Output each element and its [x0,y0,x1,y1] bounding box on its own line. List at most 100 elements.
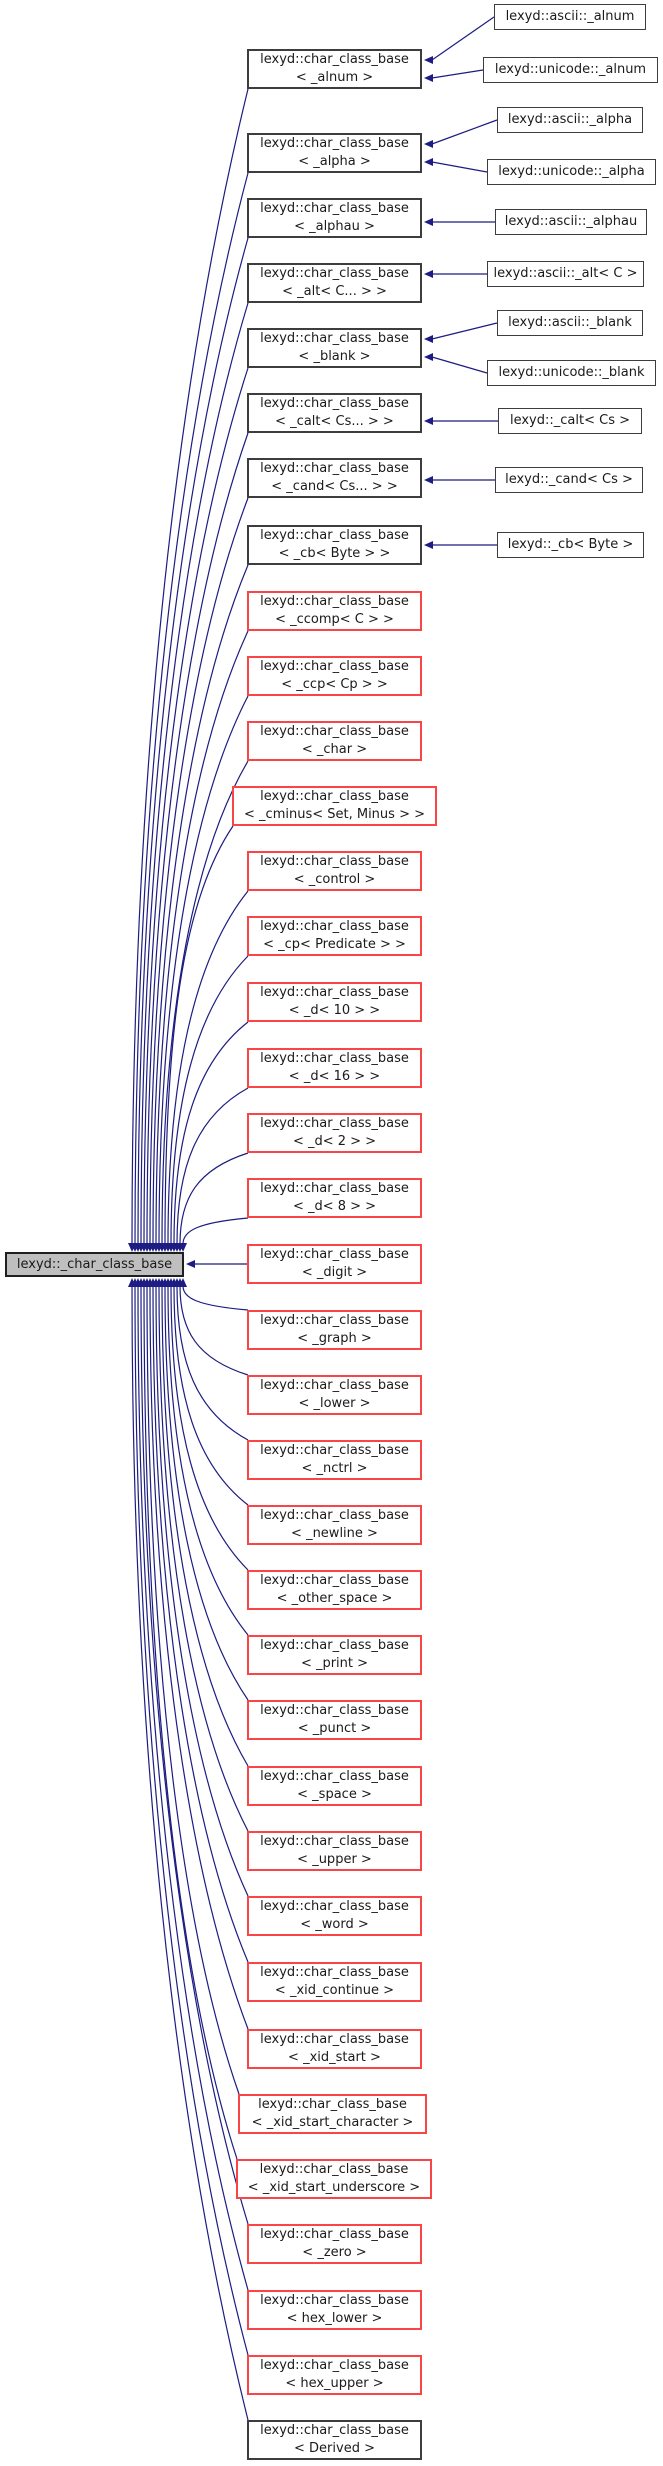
inheritance-edge [134,172,249,1245]
root-class-node: lexyd::_char_class_base [5,1252,184,1277]
inheritance-edge [143,1285,238,2160]
class-node-name: lexyd::char_class_base [260,1638,409,1653]
derived-class-node[interactable]: lexyd::ascii::_alt< C > [487,261,644,287]
inheritance-edge [170,1285,249,1571]
inheritance-edge [161,1285,249,1767]
inheritance-edge [146,432,249,1245]
class-node-d10: lexyd::char_class_base< _d< 10 > > [247,982,422,1022]
derived-class-name: lexyd::ascii::_alt< C > [493,266,638,281]
class-node-template-param: < _xid_start_underscore > [247,2180,421,2195]
arrowhead-icon [424,476,433,484]
class-node-name: lexyd::char_class_base [260,52,409,67]
derived-class-node[interactable]: lexyd::ascii::_blank [497,310,643,336]
class-node-template-param: < _xid_start_character > [251,2115,414,2130]
arrowhead-icon [424,74,433,82]
inheritance-edge [167,1285,249,1636]
inheritance-edge [137,237,249,1245]
class-node-char: lexyd::char_class_base< _char > [247,721,422,761]
class-node-name: lexyd::char_class_base [260,724,409,739]
class-node-alpha[interactable]: lexyd::char_class_base< _alpha > [247,133,422,173]
class-node-lower: lexyd::char_class_base< _lower > [247,1375,422,1415]
class-node-cand[interactable]: lexyd::char_class_base< _cand< Cs... > > [247,458,422,498]
inheritance-edge [137,1285,249,2291]
class-node-template-param: < hex_lower > [286,2311,383,2326]
class-node-name: lexyd::char_class_base [260,1443,409,1458]
inheritance-edge [431,16,495,61]
class-node-template-param: < _lower > [298,1396,371,1411]
inheritance-edge [431,322,498,340]
derived-class-node[interactable]: lexyd::ascii::_alpha [497,107,643,133]
class-node-template-param: < _upper > [297,1852,372,1867]
class-node-name: lexyd::char_class_base [260,919,409,934]
class-node-template-param: < _newline > [291,1526,378,1541]
class-node-template-param: < _punct > [297,1721,372,1736]
class-node-space: lexyd::char_class_base< _space > [247,1766,422,1806]
arrowhead-icon [424,56,433,64]
derived-class-node[interactable]: lexyd::ascii::_alnum [494,4,646,30]
class-node-name: lexyd::char_class_base [259,2162,409,2177]
inheritance-edge [158,695,249,1245]
class-node-template-param: < _cb< Byte > > [278,546,391,561]
arrowhead-icon [186,1260,195,1268]
class-node-name: lexyd::char_class_base [260,594,409,609]
inheritance-edge [143,367,249,1245]
class-node-alnum[interactable]: lexyd::char_class_base< _alnum > [247,49,422,89]
class-node-alphau[interactable]: lexyd::char_class_base< _alphau > [247,198,422,238]
class-node-template-param: < _graph > [297,1331,372,1346]
derived-class-name: lexyd::unicode::_alpha [498,164,645,179]
derived-class-node[interactable]: lexyd::unicode::_alnum [483,57,658,83]
class-node-template-param: < _space > [297,1787,372,1802]
class-node-blank[interactable]: lexyd::char_class_base< _blank > [247,328,422,368]
class-node-template-param: < _ccomp< C > > [275,612,394,627]
class-node-name: lexyd::char_class_base [260,201,409,216]
inheritance-edge [173,1285,249,1506]
class-node-template-param: < _d< 16 > > [288,1069,381,1084]
class-node-derived[interactable]: lexyd::char_class_base< Derived > [247,2420,422,2460]
arrowhead-icon [424,218,433,226]
arrowhead-icon [179,1243,187,1252]
class-node-template-param: < _print > [300,1656,369,1671]
class-node-template-param: < _xid_start > [288,2050,381,2065]
derived-class-node[interactable]: lexyd::_cb< Byte > [497,532,644,558]
class-node-template-param: < _zero > [302,2245,367,2260]
class-node-cb[interactable]: lexyd::char_class_base< _cb< Byte > > [247,525,422,565]
class-node-zero: lexyd::char_class_base< _zero > [247,2224,422,2264]
class-node-template-param: < _alt< C... > > [282,284,387,299]
derived-class-name: lexyd::_calt< Cs > [509,413,630,428]
inheritance-edge [431,69,484,79]
class-node-nctrl: lexyd::char_class_base< _nctrl > [247,1440,422,1480]
derived-class-node[interactable]: lexyd::unicode::_blank [487,360,656,386]
derived-class-node[interactable]: lexyd::_cand< Cs > [495,467,643,493]
derived-class-name: lexyd::ascii::_blank [508,315,632,330]
class-node-name: lexyd::char_class_base [260,136,409,151]
class-node-template-param: < _d< 2 > > [292,1134,377,1149]
inheritance-edge [140,1285,249,2225]
derived-class-node[interactable]: lexyd::_calt< Cs > [498,408,642,434]
class-node-calt[interactable]: lexyd::char_class_base< _calt< Cs... > > [247,393,422,433]
class-node-template-param: < _word > [300,1917,369,1932]
class-node-name: lexyd::char_class_base [260,985,409,1000]
inheritance-edge [431,356,488,374]
class-node-template-param: < _blank > [298,349,371,364]
derived-class-node[interactable]: lexyd::unicode::_alpha [487,159,656,185]
class-node-xid_start: lexyd::char_class_base< _xid_start > [247,2029,422,2069]
class-node-name: lexyd::char_class_base [260,1703,409,1718]
class-node-name: lexyd::char_class_base [260,789,409,804]
derived-class-name: lexyd::_cand< Cs > [505,472,633,487]
class-node-name: lexyd::char_class_base [260,2423,409,2438]
class-node-name: lexyd::char_class_base [260,1573,409,1588]
class-node-name: lexyd::char_class_base [260,528,409,543]
class-node-name: lexyd::char_class_base [260,1247,409,1262]
derived-class-node[interactable]: lexyd::ascii::_alphau [495,209,647,235]
class-node-template-param: < _other_space > [276,1591,393,1606]
arrowhead-icon [128,1278,136,1287]
class-node-template-param: < _alpha > [298,154,371,169]
class-node-ccomp: lexyd::char_class_base< _ccomp< C > > [247,591,422,631]
class-node-graph: lexyd::char_class_base< _graph > [247,1310,422,1350]
arrowhead-icon [424,335,433,343]
class-node-alt[interactable]: lexyd::char_class_base< _alt< C... > > [247,263,422,303]
class-node-name: lexyd::char_class_base [260,1313,409,1328]
class-node-name: lexyd::char_class_base [260,461,409,476]
class-node-hex_upper: lexyd::char_class_base< hex_upper > [247,2355,422,2395]
